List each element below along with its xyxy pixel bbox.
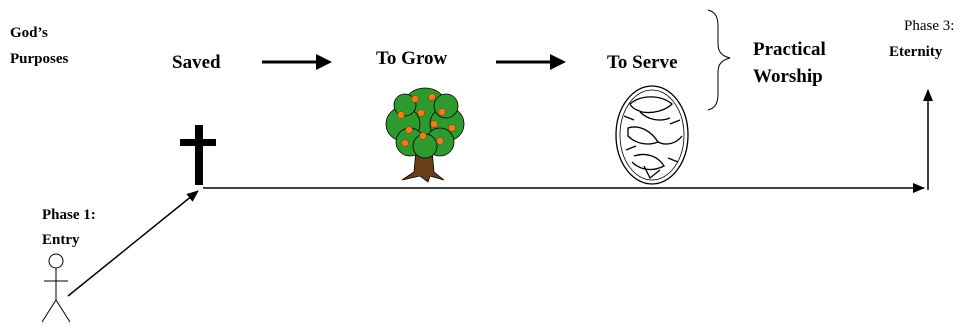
phase-1-label: Phase 1: Entry: [42, 207, 96, 248]
practical-worship-line-2: Worship: [753, 66, 823, 87]
phase-3-line-2: Eternity: [889, 44, 943, 60]
gods-purposes-label: God’s Purposes: [10, 25, 69, 67]
practical-worship-line-1: Practical: [753, 39, 826, 60]
dove-emblem-icon: [616, 86, 688, 184]
cross-icon: [180, 125, 216, 185]
practical-worship-label: Practical Worship: [753, 39, 826, 87]
step-to-serve: To Serve: [607, 52, 678, 73]
brace-icon: [708, 10, 730, 110]
arrow-grow-to-serve-head: [550, 54, 566, 70]
phase-1-line-1: Phase 1:: [42, 207, 96, 223]
step-saved: Saved: [172, 52, 221, 73]
phase-1-line-2: Entry: [42, 232, 80, 248]
arrow-saved-to-grow-head: [316, 54, 332, 70]
fruit-tree-icon: [386, 88, 464, 182]
step-to-grow: To Grow: [376, 48, 448, 69]
gods-purposes-line-2: Purposes: [10, 51, 69, 67]
phase-3-label: Phase 3: Eternity: [889, 18, 954, 60]
gods-purposes-line-1: God’s: [10, 25, 48, 41]
stick-figure-icon: [42, 254, 70, 322]
phase-3-line-1: Phase 3:: [904, 18, 954, 34]
